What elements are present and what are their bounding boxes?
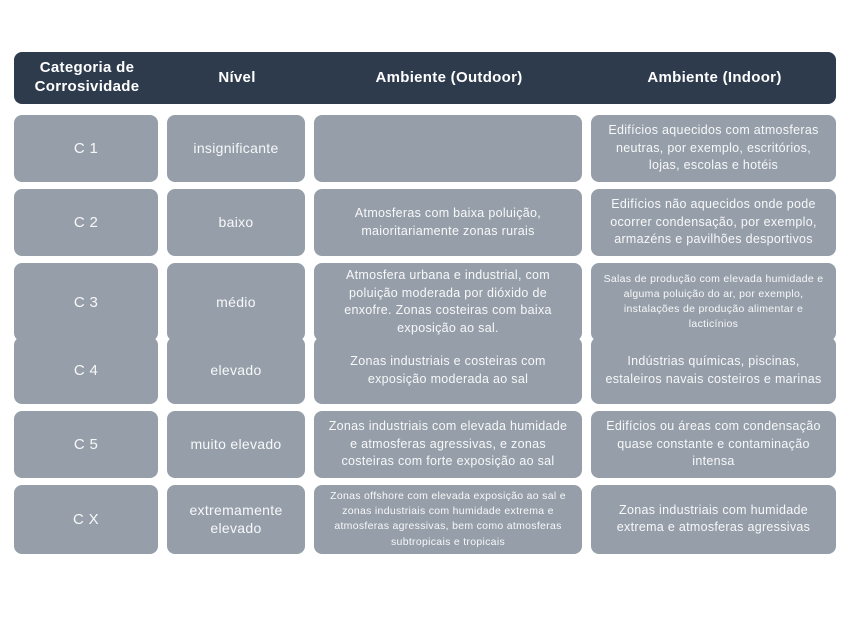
table-header-row: Categoria de Corrosividade Nível Ambient…	[14, 52, 836, 104]
outdoor-cell: Atmosfera urbana e industrial, com polui…	[314, 263, 582, 341]
header-ambiente-indoor: Ambiente (Indoor)	[647, 68, 782, 86]
level-cell: baixo	[167, 189, 305, 256]
table-row-c1: C 1 insignificante Edifícios aquecidos c…	[14, 115, 836, 182]
outdoor-cell	[314, 115, 582, 182]
indoor-cell: Edifícios ou áreas com condensação quase…	[591, 411, 836, 478]
indoor-cell: Edifícios aquecidos com atmosferas neutr…	[591, 115, 836, 182]
category-cell: C 3	[14, 263, 158, 341]
category-cell: C 5	[14, 411, 158, 478]
level-cell: médio	[167, 263, 305, 341]
header-ambiente-outdoor: Ambiente (Outdoor)	[375, 68, 523, 86]
table-row-c2: C 2 baixo Atmosferas com baixa poluição,…	[14, 189, 836, 256]
table-row-cx: C X extremamente elevado Zonas offshore …	[14, 485, 836, 554]
table-row-c5: C 5 muito elevado Zonas industriais com …	[14, 411, 836, 478]
table-row-c4: C 4 elevado Zonas industriais e costeira…	[14, 337, 836, 404]
level-cell: elevado	[167, 337, 305, 404]
header-nivel: Nível	[218, 68, 256, 86]
table-row-c3: C 3 médio Atmosfera urbana e industrial,…	[14, 263, 836, 341]
outdoor-cell: Zonas industriais e costeiras com exposi…	[314, 337, 582, 404]
indoor-cell: Edifícios não aquecidos onde pode ocorre…	[591, 189, 836, 256]
outdoor-cell: Zonas offshore com elevada exposição ao …	[314, 485, 582, 554]
level-cell: extremamente elevado	[167, 485, 305, 554]
outdoor-cell: Atmosferas com baixa poluição, maioritar…	[314, 189, 582, 256]
level-cell: insignificante	[167, 115, 305, 182]
category-cell: C 4	[14, 337, 158, 404]
indoor-cell: Salas de produção com elevada humidade e…	[591, 263, 836, 341]
level-cell: muito elevado	[167, 411, 305, 478]
outdoor-cell: Zonas industriais com elevada humidade e…	[314, 411, 582, 478]
category-cell: C 2	[14, 189, 158, 256]
header-categoria-corrosividade: Categoria de Corrosividade	[34, 59, 140, 95]
category-cell: C 1	[14, 115, 158, 182]
corrosivity-table: Categoria de Corrosividade Nível Ambient…	[14, 52, 836, 559]
indoor-cell: Zonas industriais com humidade extrema e…	[591, 485, 836, 554]
indoor-cell: Indústrias químicas, piscinas, estaleiro…	[591, 337, 836, 404]
category-cell: C X	[14, 485, 158, 554]
